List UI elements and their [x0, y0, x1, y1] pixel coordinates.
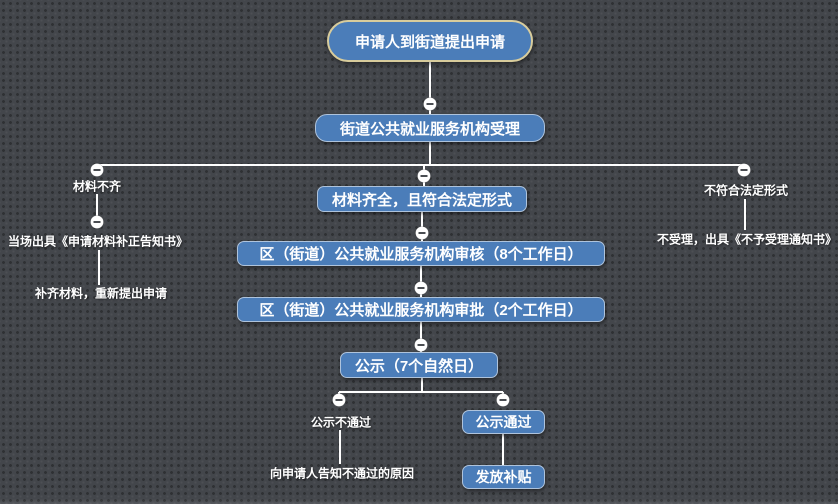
node-notify-reason[interactable]: 向申请人告知不通过的原因: [269, 466, 415, 481]
collapse-toggle-icon[interactable]: [414, 281, 428, 295]
node-start[interactable]: 申请人到街道提出申请: [327, 20, 533, 62]
collapse-toggle-icon[interactable]: [90, 163, 104, 177]
node-grant-subsidy[interactable]: 发放补贴: [462, 465, 545, 489]
canvas-bottom-edge: [0, 498, 838, 504]
node-materials-incomplete[interactable]: 材料不齐: [72, 179, 122, 194]
node-resubmit[interactable]: 补齐材料，重新提出申请: [34, 286, 168, 301]
collapse-toggle-icon[interactable]: [496, 393, 510, 407]
collapse-toggle-icon[interactable]: [423, 97, 437, 111]
collapse-toggle-icon[interactable]: [415, 226, 429, 240]
collapse-toggle-icon[interactable]: [414, 338, 428, 352]
node-correction-notice[interactable]: 当场出具《申请材料补正告知书》: [7, 234, 189, 249]
collapse-toggle-icon[interactable]: [417, 169, 431, 183]
node-accept[interactable]: 街道公共就业服务机构受理: [315, 114, 545, 142]
collapse-toggle-icon[interactable]: [332, 393, 346, 407]
collapse-toggle-icon[interactable]: [90, 215, 104, 229]
node-approval[interactable]: 区（街道）公共就业服务机构审批（2个工作日）: [237, 297, 605, 322]
node-publicity-passed[interactable]: 公示通过: [462, 410, 545, 434]
node-materials-complete[interactable]: 材料齐全，且符合法定形式: [317, 186, 527, 212]
node-review[interactable]: 区（街道）公共就业服务机构审核（8个工作日）: [237, 241, 605, 266]
node-publicity[interactable]: 公示（7个自然日）: [340, 352, 498, 378]
node-reject[interactable]: 不受理，出具《不予受理通知书》: [656, 232, 838, 247]
node-invalid-form[interactable]: 不符合法定形式: [703, 183, 789, 198]
collapse-toggle-icon[interactable]: [737, 163, 751, 177]
node-publicity-failed[interactable]: 公示不通过: [310, 415, 372, 430]
